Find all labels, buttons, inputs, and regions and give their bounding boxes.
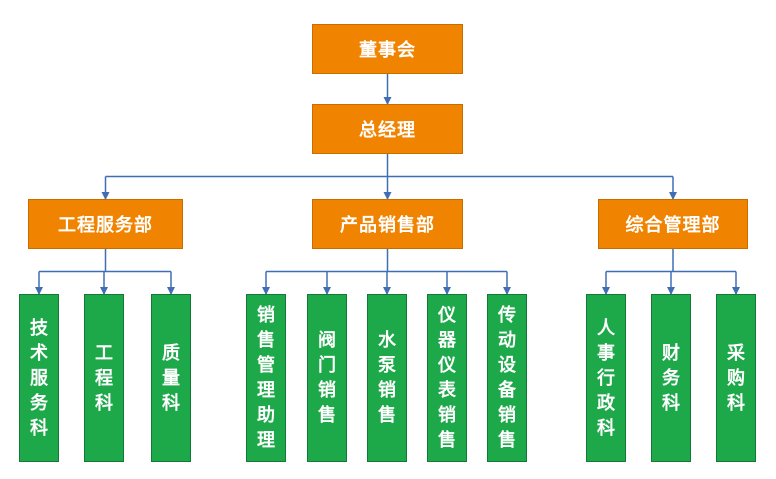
department-box-general-admin: 综合管理部 [598,199,748,249]
department-label: 综合管理部 [625,215,721,236]
unit-label: 质量科 [162,342,180,414]
department-box-engineering-service: 工程服务部 [28,199,183,249]
unit-box-instrument-sales: 仪器仪表销售 [427,294,467,462]
unit-box-quality: 质量科 [151,294,191,462]
unit-box-technical-service: 技术服务科 [19,294,59,462]
unit-box-pump-sales: 水泵销售 [367,294,407,462]
board-box: 董事会 [312,24,463,74]
unit-label: 阀门销售 [318,330,336,426]
general-manager-label: 总经理 [359,120,416,141]
unit-label: 仪器仪表销售 [438,305,456,451]
unit-box-procurement: 采购科 [716,294,756,462]
department-label: 产品销售部 [340,215,435,236]
unit-label: 财务科 [662,342,680,414]
unit-label: 人事行政科 [597,317,615,439]
unit-box-finance: 财务科 [651,294,691,462]
unit-box-valve-sales: 阀门销售 [307,294,347,462]
unit-label: 销售管理助理 [257,305,275,451]
unit-label: 工程科 [95,342,113,414]
department-label: 工程服务部 [58,215,153,236]
unit-box-sales-admin-assistant: 销售管理助理 [246,294,286,462]
unit-label: 传动设备销售 [498,305,516,451]
unit-box-drive-equipment-sales: 传动设备销售 [487,294,527,462]
unit-label: 技术服务科 [30,317,48,439]
unit-box-engineering: 工程科 [84,294,124,462]
general-manager-box: 总经理 [312,104,463,154]
unit-label: 采购科 [727,342,745,414]
unit-box-hr-admin: 人事行政科 [586,294,626,462]
department-box-product-sales: 产品销售部 [312,199,463,249]
unit-label: 水泵销售 [378,330,396,426]
board-label: 董事会 [359,40,416,61]
